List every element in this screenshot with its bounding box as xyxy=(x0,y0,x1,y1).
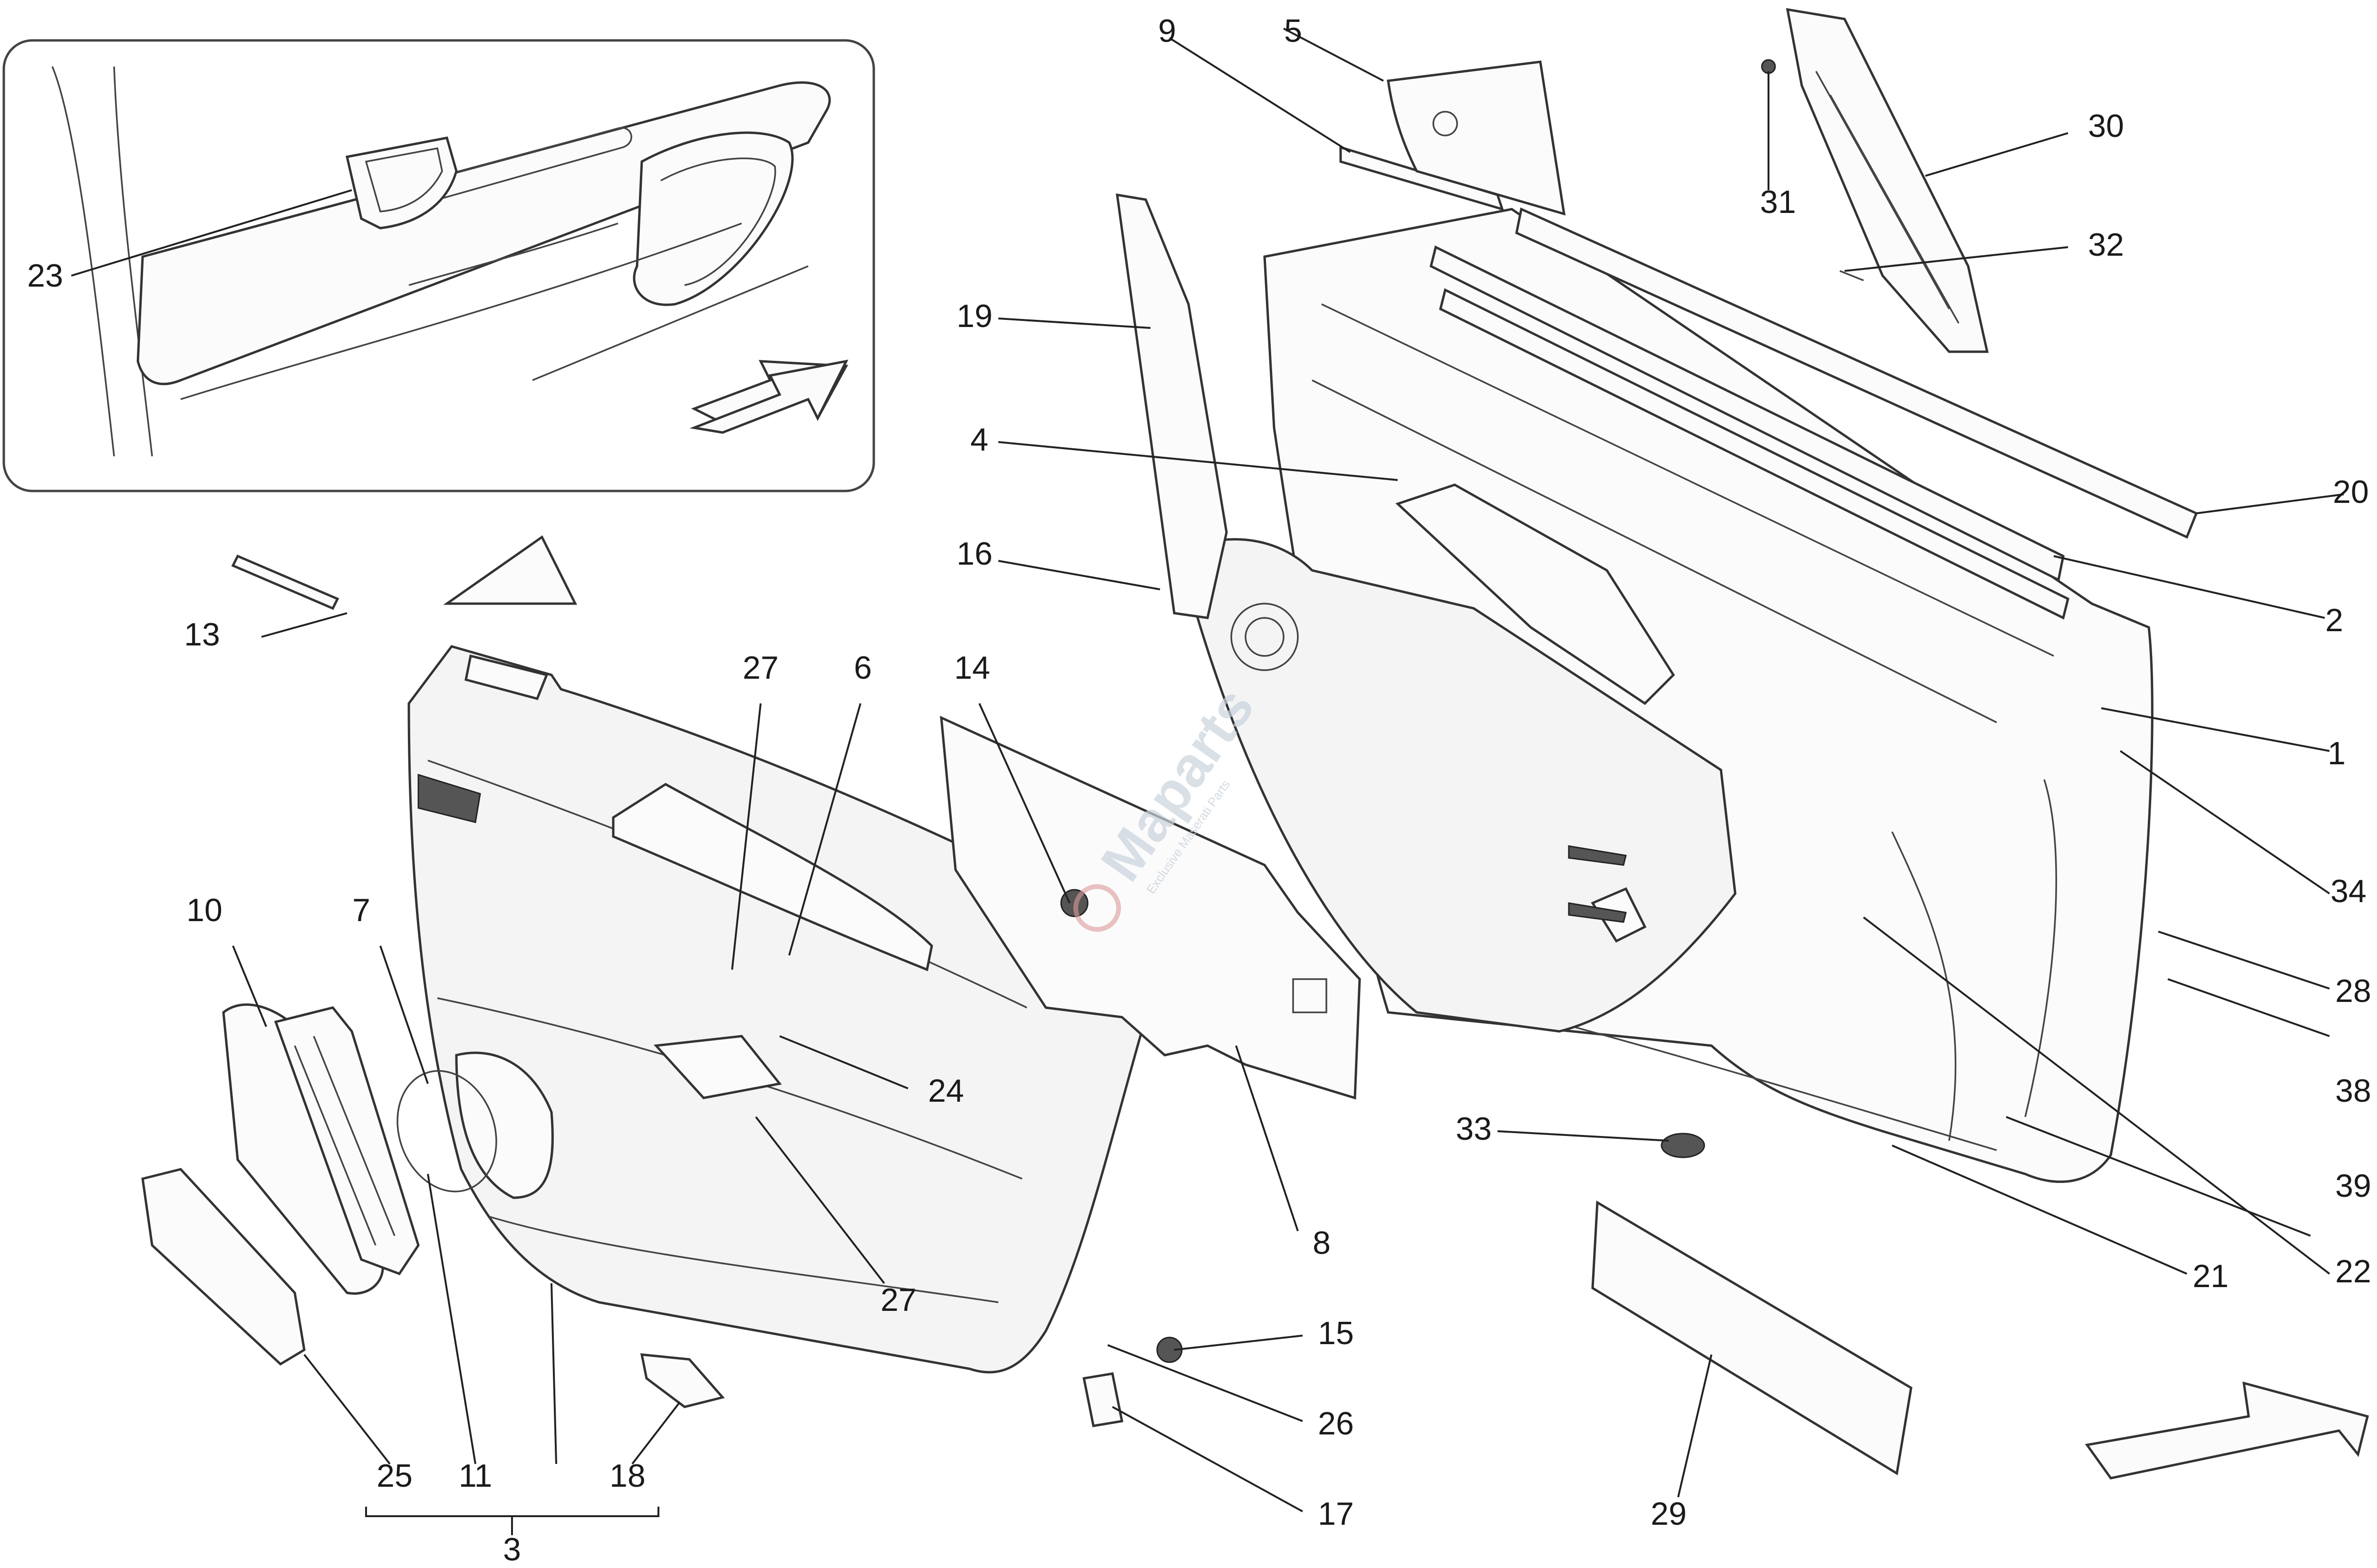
label-part-13: 13 xyxy=(184,616,220,653)
label-part-5: 5 xyxy=(1284,13,1302,49)
label-part-9: 9 xyxy=(1158,13,1176,49)
label-part-1: 1 xyxy=(2328,735,2346,771)
label-part-15: 15 xyxy=(1318,1315,1354,1351)
label-part-26: 26 xyxy=(1318,1405,1354,1442)
label-part-20: 20 xyxy=(2333,474,2369,510)
part-labels: 23 5 9 31 30 32 19 20 4 2 16 1 34 28 38 … xyxy=(27,13,2371,1568)
label-part-10: 10 xyxy=(186,892,222,928)
membrane-sheet xyxy=(940,715,1361,1100)
label-part-14: 14 xyxy=(954,650,990,686)
label-part-19: 19 xyxy=(957,298,993,334)
direction-arrows xyxy=(689,359,2369,1480)
label-part-34: 34 xyxy=(2330,873,2367,909)
label-part-22: 22 xyxy=(2335,1253,2371,1289)
label-part-2: 2 xyxy=(2325,602,2343,638)
door-shell xyxy=(1178,208,2154,1183)
label-part-25: 25 xyxy=(377,1458,413,1494)
mirror-sail xyxy=(1387,60,1566,216)
label-part-29: 29 xyxy=(1651,1496,1687,1532)
label-part-39: 39 xyxy=(2335,1168,2371,1204)
inset-detail xyxy=(2,39,875,492)
label-part-23: 23 xyxy=(27,258,63,294)
leader-lines xyxy=(71,28,2344,1535)
speaker-bracket xyxy=(1786,8,1989,353)
label-part-16: 16 xyxy=(957,536,993,572)
label-part-38: 38 xyxy=(2335,1073,2371,1109)
small-parts xyxy=(141,59,1913,1476)
label-part-31: 31 xyxy=(1760,184,1796,220)
label-part-18: 18 xyxy=(609,1458,646,1494)
label-part-6: 6 xyxy=(854,650,872,686)
label-part-17: 17 xyxy=(1318,1496,1354,1532)
label-part-3: 3 xyxy=(503,1531,521,1568)
main-arrow-icon xyxy=(2085,1381,2369,1480)
window-seals xyxy=(1339,145,2198,620)
label-part-7: 7 xyxy=(352,892,370,928)
inset-arrow-icon xyxy=(689,359,849,434)
label-part-4: 4 xyxy=(970,422,988,458)
label-part-33: 33 xyxy=(1456,1111,1492,1147)
pillar-trim xyxy=(1116,193,1228,619)
label-part-11: 11 xyxy=(459,1458,493,1494)
label-part-24: 24 xyxy=(928,1073,964,1109)
door-trim-panel xyxy=(407,645,1158,1374)
label-part-30: 30 xyxy=(2088,108,2124,144)
label-part-27a: 27 xyxy=(743,650,779,686)
label-part-21: 21 xyxy=(2193,1258,2229,1294)
label-part-27b: 27 xyxy=(880,1282,917,1318)
label-part-8: 8 xyxy=(1313,1225,1331,1261)
label-part-32: 32 xyxy=(2088,227,2124,263)
label-part-28: 28 xyxy=(2335,973,2371,1009)
